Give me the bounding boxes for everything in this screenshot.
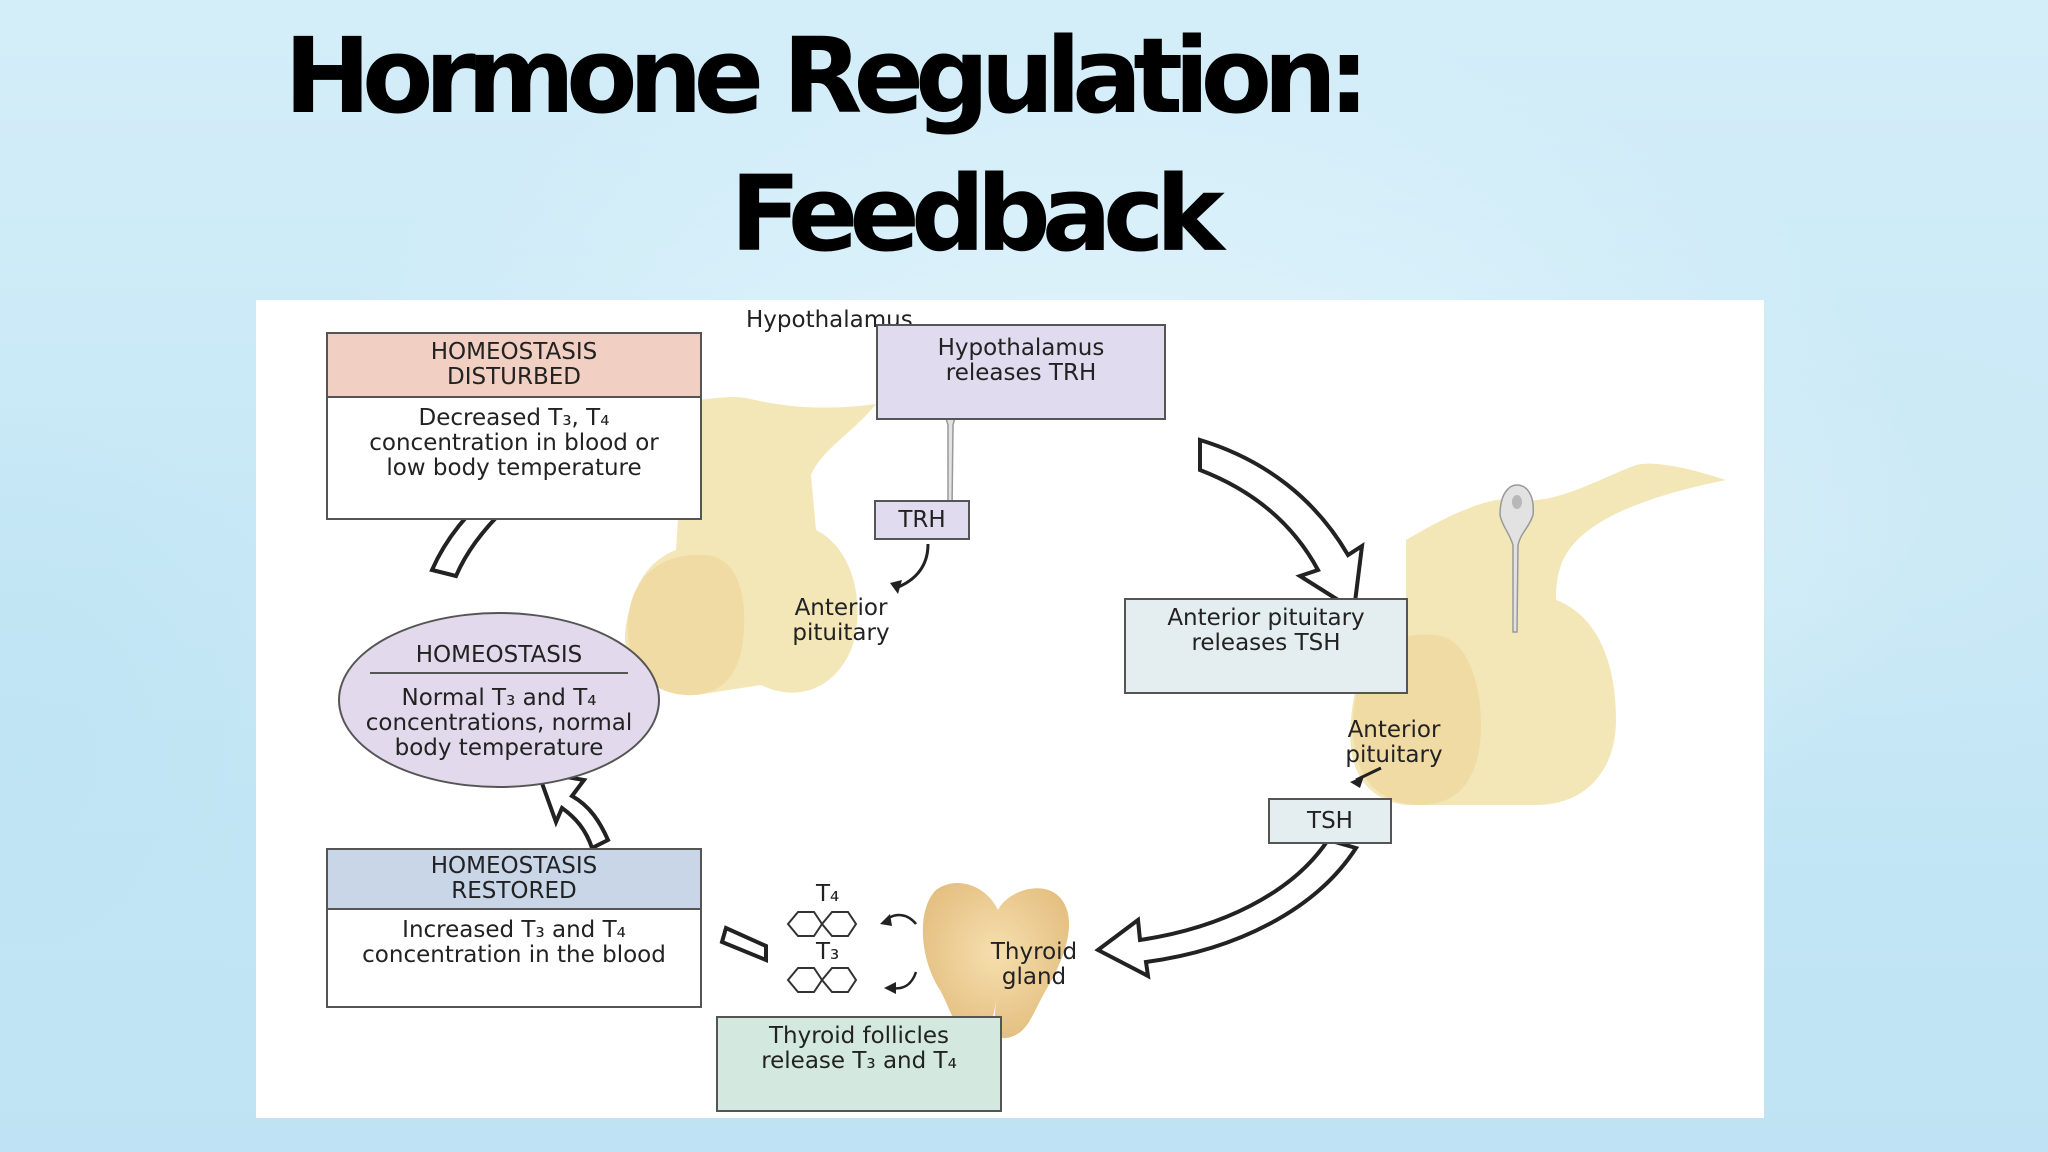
tsh-tag: TSH [1268, 798, 1392, 844]
disturbed-header: HOMEOSTASIS DISTURBED [328, 334, 700, 398]
slide-title-line-2: Feedback [730, 153, 1225, 275]
thyroid-gland-shape [922, 882, 1070, 1039]
slide-title-line-1: Hormone Regulation: [284, 15, 1370, 137]
pituitary-releases-box: Anterior pituitary releases TSH [1124, 598, 1408, 694]
homeostasis-circle: HOMEOSTASIS Normal T₃ and T₄ concentrati… [338, 612, 660, 788]
arrow-trh-to-pituitary [1198, 437, 1365, 614]
homeostasis-header: HOMEOSTASIS [370, 642, 628, 674]
anterior-pituitary-label-1: Anterior pituitary [792, 595, 890, 646]
t4-molecule [786, 911, 858, 937]
thyroid-gland-label: Thyroid gland [990, 939, 1078, 990]
anterior-pituitary-lobe-1 [627, 554, 745, 696]
t3-label: T₃ [816, 939, 840, 965]
restored-description: Increased T₃ and T₄ concentration in the… [362, 917, 666, 968]
hypothalamus-releases-box: Hypothalamus releases TRH [876, 324, 1166, 420]
t4-label: T₄ [816, 881, 840, 907]
homeostasis-restored-box: HOMEOSTASIS RESTORED Increased T₃ and T₄… [326, 848, 702, 1008]
t3-molecule [786, 967, 858, 993]
anterior-pituitary-label-2: Anterior pituitary [1345, 717, 1443, 768]
homeostasis-disturbed-box: HOMEOSTASIS DISTURBED Decreased T₃, T₄ c… [326, 332, 702, 520]
arrow-tsh-to-thyroid [1094, 837, 1360, 980]
restored-header: HOMEOSTASIS RESTORED [328, 850, 700, 910]
feedback-diagram: HOMEOSTASIS DISTURBED Decreased T₃, T₄ c… [256, 300, 1764, 1118]
homeostasis-description: Normal T₃ and T₄ concentrations, normal … [365, 685, 633, 761]
neuron-2 [1499, 484, 1535, 633]
disturbed-description: Decreased T₃, T₄ concentration in blood … [369, 405, 659, 481]
trh-tag: TRH [874, 500, 970, 540]
thyroid-follicles-release-box: Thyroid follicles release T₃ and T₄ [716, 1016, 1002, 1112]
arrow-hormones-to-restored [719, 925, 768, 963]
